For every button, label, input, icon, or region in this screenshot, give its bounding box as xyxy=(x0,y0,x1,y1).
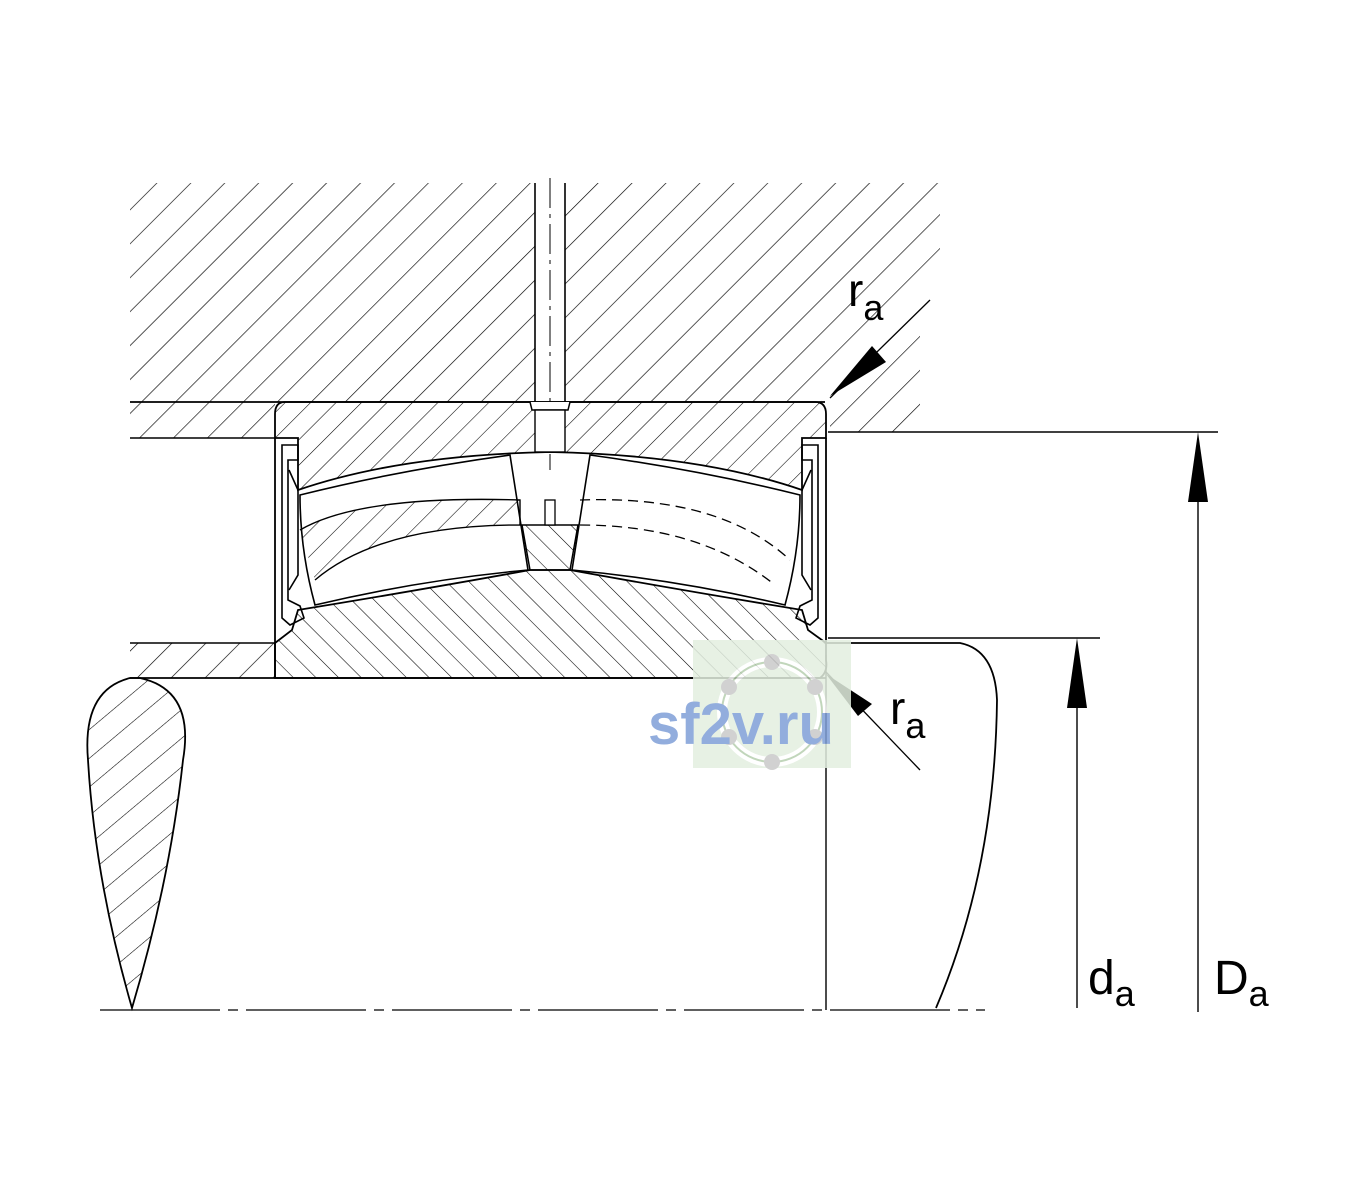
shaft-profile xyxy=(86,637,1100,1012)
roller-left xyxy=(299,454,529,606)
bearing-outer-ring xyxy=(274,401,827,492)
left-spacer-inner xyxy=(130,642,275,678)
label-ra-bottom: ra xyxy=(890,682,926,746)
seal-right xyxy=(795,444,819,626)
dimension-da xyxy=(1067,638,1087,1008)
label-da: da xyxy=(1088,952,1136,1014)
ra-top-leader xyxy=(829,299,931,399)
guide-ring xyxy=(521,499,579,571)
watermark-text: sf2v.ru xyxy=(648,692,834,757)
watermark: sf2v.ru xyxy=(648,640,851,770)
housing xyxy=(130,183,1218,433)
roller-right xyxy=(571,454,801,606)
seal-left xyxy=(281,444,305,626)
label-Da: Da xyxy=(1214,952,1270,1014)
dimension-Da xyxy=(1188,432,1208,1012)
label-ra-top: ra xyxy=(848,264,884,328)
left-spacer-outer xyxy=(130,402,275,439)
